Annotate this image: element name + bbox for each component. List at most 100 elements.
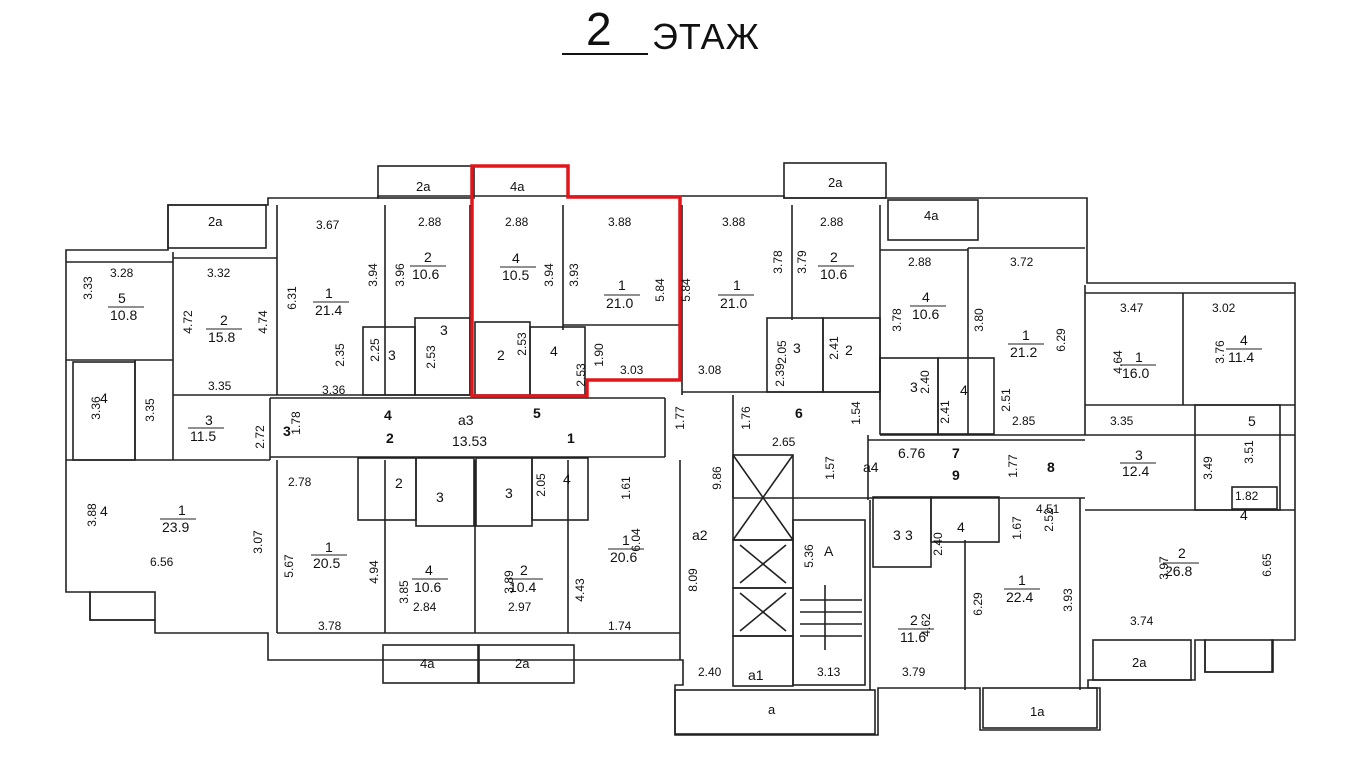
- small-room-number: 4: [100, 390, 108, 406]
- small-room-number: 4: [100, 503, 108, 519]
- dimension: 5.67: [282, 554, 296, 578]
- common-area-value: 6.76: [898, 445, 925, 461]
- room-labels: 510.8 215.8 121.4 210.6 410.5 121.0 121.…: [110, 249, 1254, 645]
- red-marker: 9: [952, 467, 960, 483]
- room-area: 11.5: [190, 428, 216, 444]
- dimension: 2.78: [288, 475, 312, 489]
- dimension: 2.65: [772, 435, 796, 449]
- balcony-label: 2а: [828, 175, 843, 190]
- dimension: 6.29: [971, 592, 985, 616]
- room-area: 21.0: [720, 295, 747, 311]
- dimension: 3.80: [972, 308, 986, 332]
- dimension: 2.88: [418, 215, 442, 229]
- dimension: 3.72: [1010, 255, 1034, 269]
- room-number: 1: [325, 539, 333, 555]
- dimension: 2.05: [775, 340, 789, 364]
- room-number: 1: [618, 277, 626, 293]
- dimension: 3.93: [567, 263, 581, 287]
- room-area: 10.5: [502, 267, 529, 283]
- room-area: 15.8: [208, 329, 235, 345]
- dimension: 3.85: [397, 580, 411, 604]
- room-number: 1: [1135, 349, 1143, 365]
- room-number: 1: [325, 285, 333, 301]
- dimension: 3.89: [502, 570, 516, 594]
- room-area: 10.8: [110, 307, 137, 323]
- small-room-number: 2: [497, 347, 505, 363]
- common-area-label: а4: [863, 459, 879, 475]
- dimension: 2.39: [773, 363, 787, 387]
- dimension: 3.67: [316, 218, 340, 232]
- common-area-label: а2: [692, 527, 708, 543]
- dimension: 2.40: [931, 532, 945, 556]
- dimension: 3.47: [1120, 301, 1144, 315]
- dimension: 2.41: [938, 400, 952, 424]
- red-marker: 4: [384, 407, 392, 423]
- dimension: 1.67: [1010, 516, 1024, 540]
- room-area: 11.6: [900, 629, 926, 645]
- small-room-number: 3: [910, 379, 918, 395]
- room-underlines: [108, 265, 1262, 630]
- small-room-number: 4: [550, 343, 558, 359]
- common-area-label: а3: [458, 412, 474, 428]
- dimension: 2.51: [999, 388, 1013, 412]
- small-room-number: 4: [960, 382, 968, 398]
- dimension: 3.03: [620, 363, 644, 377]
- dimension: 3.35: [143, 398, 157, 422]
- room-area: 16.0: [1122, 365, 1149, 381]
- dimension: 1.77: [1006, 454, 1020, 478]
- balcony-label: 2а: [1132, 655, 1147, 670]
- dimension: 2.40: [918, 370, 932, 394]
- dimension: 5.84: [679, 278, 693, 302]
- room-area: 10.6: [412, 266, 439, 282]
- small-room-number: 3: [388, 347, 396, 363]
- dimension: 4.64: [1111, 350, 1125, 374]
- room-number: 2: [520, 562, 528, 578]
- room-number: 4: [425, 562, 433, 578]
- room-number: 3: [205, 412, 213, 428]
- dimension: 2.97: [508, 600, 532, 614]
- dimension: 3.93: [1061, 588, 1075, 612]
- dimension: 6.29: [1054, 328, 1068, 352]
- balcony-label: 4а: [420, 656, 435, 671]
- floor-title: ЭТАЖ: [652, 16, 760, 57]
- red-marker: 5: [533, 405, 541, 421]
- room-area: 10.6: [414, 579, 441, 595]
- red-marker: 6: [795, 405, 803, 421]
- dimension: 3.74: [1130, 614, 1154, 628]
- dimension: 2.85: [1012, 414, 1036, 428]
- room-number: 1: [1022, 327, 1030, 343]
- dimension: 2.72: [253, 425, 267, 449]
- dimension: 3.88: [608, 215, 632, 229]
- balcony-label: 4а: [924, 208, 939, 223]
- small-room-number: 5: [1248, 413, 1256, 429]
- room-number: 2: [910, 612, 918, 628]
- small-room-number: 3: [793, 340, 801, 356]
- dimension: 5.36: [802, 544, 816, 568]
- dimension: 3.78: [318, 619, 342, 633]
- small-room-number: 3: [436, 489, 444, 505]
- dimension: 1.90: [592, 343, 606, 367]
- dimension: 3.79: [902, 665, 926, 679]
- dimension: 2.88: [908, 255, 932, 269]
- room-number: 1: [1018, 572, 1026, 588]
- small-room-number: 4: [563, 471, 571, 487]
- dimension: 4.72: [181, 310, 195, 334]
- dimension: 5.84: [653, 278, 667, 302]
- dimension: 1.74: [608, 619, 632, 633]
- common-area-label: A: [824, 543, 834, 559]
- dimension: 3.78: [771, 250, 785, 274]
- room-area: 10.6: [912, 306, 939, 322]
- dimension: 1.76: [739, 406, 753, 430]
- room-number: 3: [1135, 447, 1143, 463]
- dimension: 3.32: [207, 266, 231, 280]
- dimension-labels-lower: 3.35 3.03 3.08 2.85 3.35 2.65 1.82 2.78 …: [150, 363, 1259, 679]
- small-room-labels: 4 3 3 2 4 3 2 4 3 2 3 3 4 4 3 4 5 4 3: [100, 322, 1256, 543]
- dimension: 2.88: [505, 215, 529, 229]
- dimension: 3.08: [698, 363, 722, 377]
- dimension: 1.57: [823, 456, 837, 480]
- room-area: 22.4: [1006, 589, 1033, 605]
- dimension: 2.53: [515, 332, 529, 356]
- dimension-labels: 3.67 2.88 2.88 3.88 3.88 2.88 2.88 3.72 …: [110, 215, 1236, 315]
- dimension: 4.51: [1036, 502, 1060, 516]
